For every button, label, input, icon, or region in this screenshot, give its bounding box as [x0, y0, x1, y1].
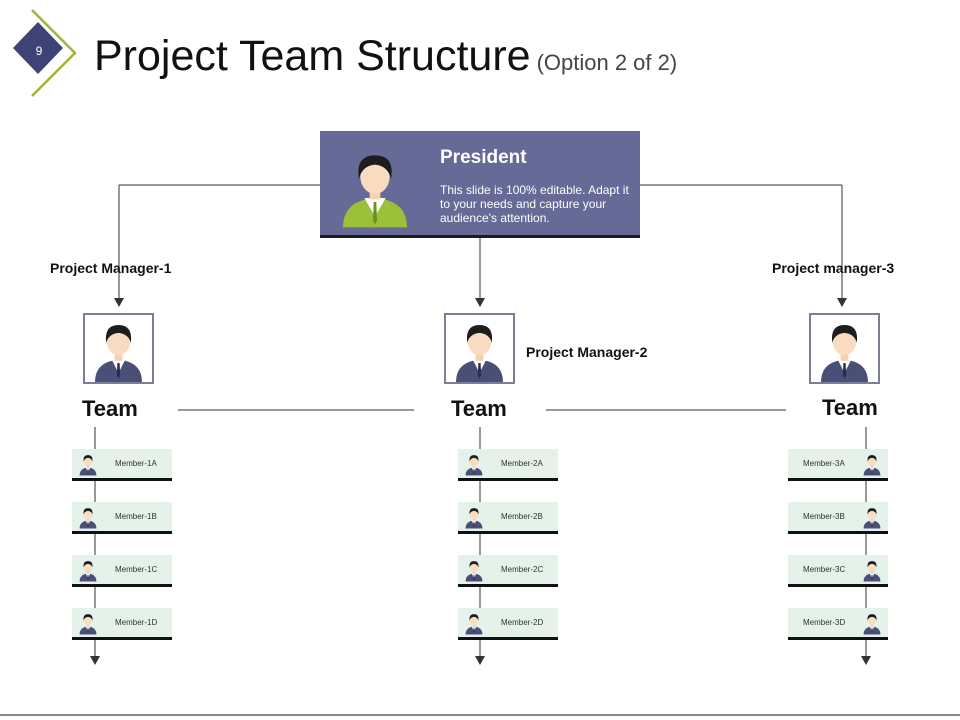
- member-arrowheads: [90, 656, 871, 665]
- member-avatar-icon: [465, 455, 483, 476]
- president-avatar-icon: [343, 155, 407, 228]
- member-avatar-icon: [79, 508, 97, 529]
- manager-avatar-icon: [821, 325, 868, 382]
- manager-avatar-icon: [456, 325, 503, 382]
- member-3b-label: Member-3B: [803, 512, 845, 521]
- manager-avatar-icon: [95, 325, 142, 382]
- president-title: President: [440, 147, 527, 168]
- project-manager-2-label: Project Manager-2: [526, 344, 648, 360]
- team-3-label: Team: [822, 395, 878, 420]
- member-avatar-icon: [79, 614, 97, 635]
- team-1-label: Team: [82, 396, 138, 421]
- member-1b-label: Member-1B: [115, 512, 157, 521]
- project-manager-3-label: Project manager-3: [772, 260, 895, 276]
- member-avatar-icon: [465, 614, 483, 635]
- member-avatar-icon: [465, 561, 483, 582]
- project-manager-1-label: Project Manager-1: [50, 260, 172, 276]
- page-number: 9: [35, 44, 43, 58]
- member-1a-label: Member-1A: [115, 459, 157, 468]
- member-3a-label: Member-3A: [803, 459, 845, 468]
- member-2c-label: Member-2C: [501, 565, 544, 574]
- project-manager-2-avatar: [444, 313, 515, 384]
- member-1d-label: Member-1D: [115, 618, 158, 627]
- member-3c-label: Member-3C: [803, 565, 846, 574]
- page-number-badge: [13, 9, 77, 97]
- member-3d-label: Member-3D: [803, 618, 846, 627]
- member-avatar-icon: [863, 561, 881, 582]
- member-1c-label: Member-1C: [115, 565, 158, 574]
- page-title: Project Team Structure(Option 2 of 2): [94, 30, 677, 89]
- president-description: This slide is 100% editable. Adapt it to…: [440, 183, 629, 225]
- member-avatar-icon: [465, 508, 483, 529]
- footer-divider: [0, 714, 960, 716]
- project-manager-1-avatar: [83, 313, 154, 384]
- page-title-text: Project Team Structure: [94, 32, 531, 80]
- member-avatar-icon: [79, 561, 97, 582]
- member-avatar-icon: [79, 455, 97, 476]
- member-2a-label: Member-2A: [501, 459, 543, 468]
- page-subtitle: (Option 2 of 2): [536, 50, 678, 75]
- connector-arrowheads: [114, 298, 847, 307]
- member-avatar-icon: [863, 455, 881, 476]
- member-avatar-icon: [863, 508, 881, 529]
- member-2d-label: Member-2D: [501, 618, 544, 627]
- project-manager-3-avatar: [809, 313, 880, 384]
- member-2b-label: Member-2B: [501, 512, 543, 521]
- member-avatar-icon: [863, 614, 881, 635]
- team-2-label: Team: [451, 396, 507, 421]
